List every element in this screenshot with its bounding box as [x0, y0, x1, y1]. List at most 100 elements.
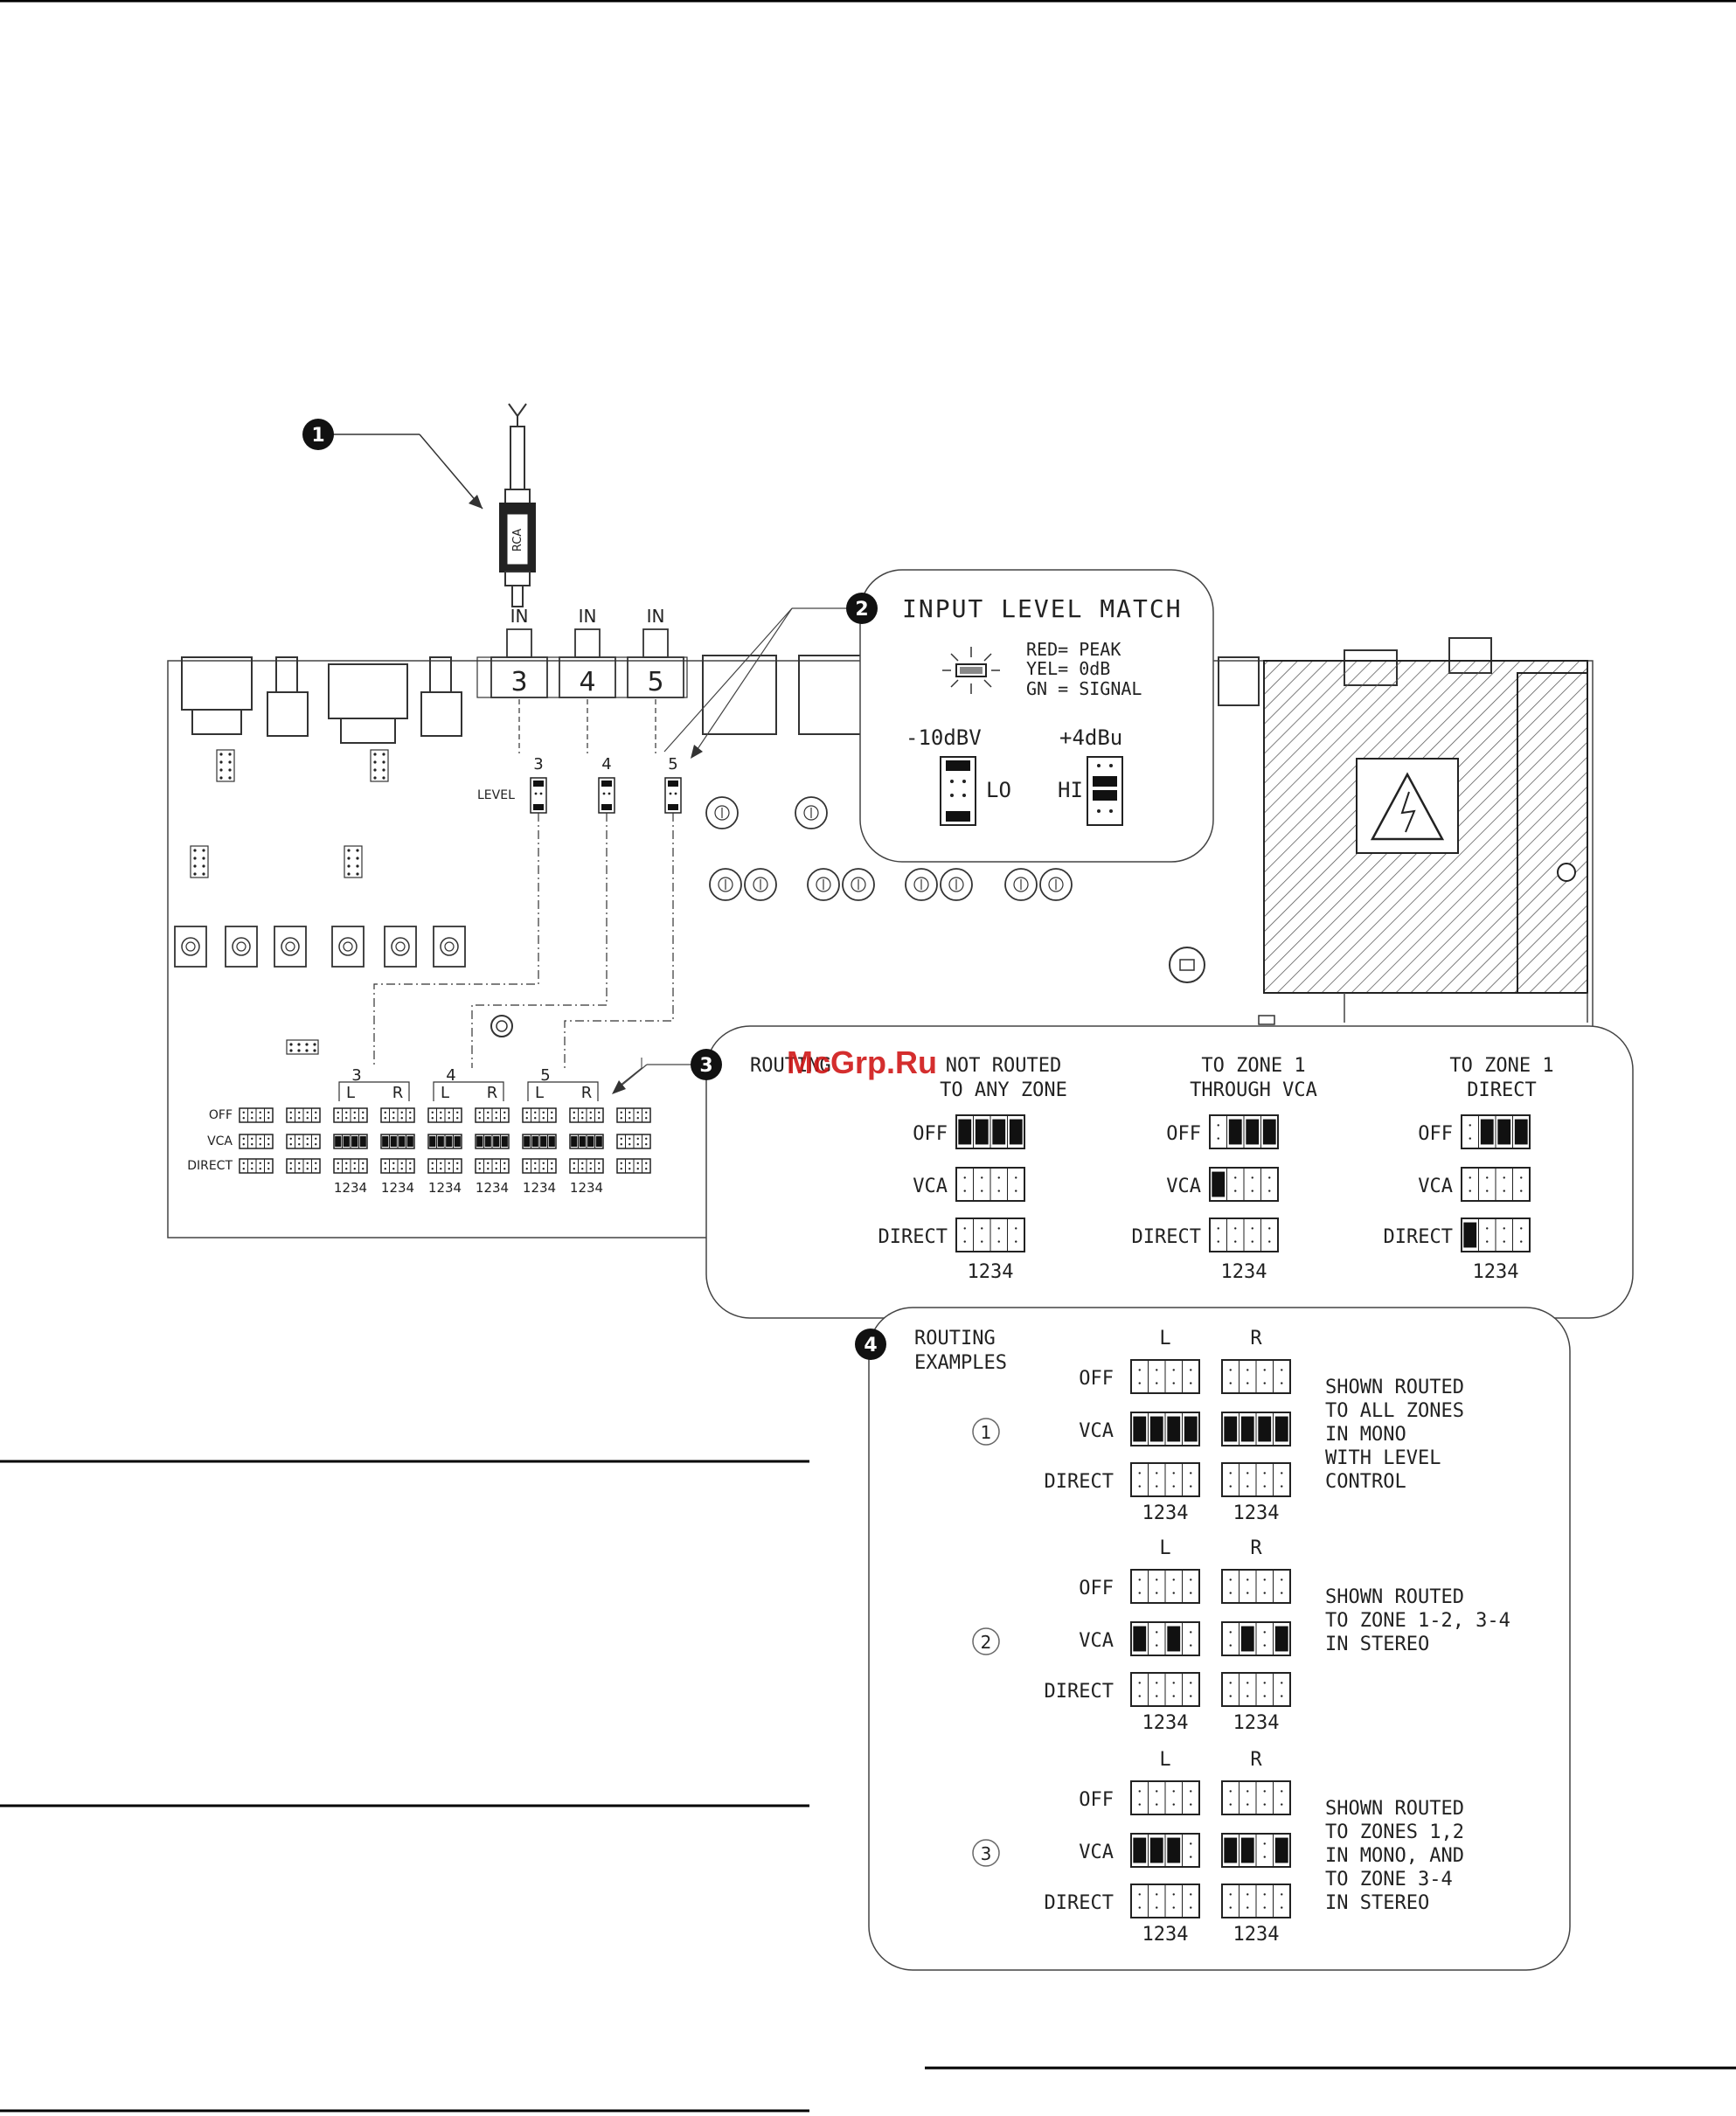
routing-jumper-strip [955, 1114, 1025, 1149]
example-l-strip [1130, 1462, 1200, 1497]
example-l-strip [1130, 1833, 1200, 1868]
routing-column-subtitle: TO ANY ZONE [940, 1079, 1067, 1101]
callout-4: 4 [855, 1329, 886, 1360]
example-description: WITH LEVEL [1325, 1447, 1441, 1469]
example-row-label: DIRECT [1045, 1681, 1114, 1703]
hi-jumper [1087, 756, 1123, 826]
routing-jumper-strip [1461, 1167, 1531, 1202]
board-header-strip [239, 1134, 274, 1149]
example-description: IN MONO, AND [1325, 1845, 1464, 1867]
example-description: IN STEREO [1325, 1892, 1429, 1914]
example-row-label: DIRECT [1045, 1471, 1114, 1493]
routing-row-label: VCA [1166, 1176, 1201, 1197]
trim-pot [795, 796, 828, 829]
routing-jumper-strip [1461, 1114, 1531, 1149]
board-knob [433, 926, 466, 968]
board-knob [384, 926, 417, 968]
input-level-match-panel: INPUT LEVEL MATCH RED= PEAK YEL= 0dB GN … [859, 569, 1214, 863]
trim-pot [1004, 868, 1038, 901]
board-header-strip [239, 1107, 274, 1123]
jack-number: 4 [579, 667, 595, 697]
board-vca-strip [333, 1134, 368, 1149]
board-vca-strip [380, 1134, 415, 1149]
example-pin-numbers: 1234 [1233, 1924, 1280, 1946]
trim-pot [744, 868, 777, 901]
board-direct-strip [427, 1158, 462, 1174]
level-label: LEVEL [477, 788, 515, 802]
example-description: CONTROL [1325, 1471, 1406, 1493]
board-off-strip [569, 1107, 604, 1123]
example-row-label: OFF [1079, 1789, 1114, 1811]
rca-cable: RCA [499, 403, 536, 607]
routing-jumper-strip [1209, 1167, 1279, 1202]
routing-pin-numbers: 1234 [1473, 1261, 1519, 1283]
lo-label: LO [986, 778, 1011, 802]
board-header-strip [286, 1134, 321, 1149]
in-label: IN [579, 606, 597, 627]
example-r-label: R [1250, 1749, 1262, 1771]
example-r-strip [1221, 1412, 1291, 1447]
board-routing-headers: OFFVCADIRECT3L1234R12344L1234R12345L1234… [187, 1058, 651, 1196]
routing-jumper-strip [1209, 1114, 1279, 1149]
example-description: IN MONO [1325, 1424, 1406, 1446]
board-pin-numbers: 1234 [476, 1180, 509, 1196]
routing-jumper-strip [1209, 1218, 1279, 1252]
board-pin-numbers: 1234 [334, 1180, 367, 1196]
board-header [370, 749, 389, 782]
board-vca-strip [522, 1134, 557, 1149]
example-l-strip [1130, 1621, 1200, 1656]
board-header-strip [616, 1107, 651, 1123]
routing-title: ROUTING [750, 1055, 831, 1077]
board-channel-number: 3 [351, 1066, 361, 1085]
legend-signal: GN = SIGNAL [1026, 678, 1142, 699]
board-lr-label: R [487, 1084, 498, 1102]
example-row-label: VCA [1079, 1630, 1114, 1652]
example-number: 2 [981, 1632, 992, 1653]
example-pin-numbers: 1234 [1142, 1924, 1189, 1946]
example-description: TO ZONES 1,2 [1325, 1821, 1464, 1843]
example-r-strip [1221, 1780, 1291, 1815]
watermark: McGrp.Ru [787, 1044, 937, 1080]
board-header-strip [286, 1158, 321, 1174]
trim-pot [940, 868, 973, 901]
board-pin-numbers: 1234 [381, 1180, 414, 1196]
example-l-label: L [1159, 1328, 1170, 1349]
example-l-label: L [1159, 1749, 1170, 1771]
examples-title-1: ROUTING [914, 1328, 996, 1349]
example-l-strip [1130, 1672, 1200, 1707]
example-pin-numbers: 1234 [1142, 1712, 1189, 1734]
level-jumper-3 [530, 777, 547, 814]
board-off-strip [333, 1107, 368, 1123]
trim-pot [905, 868, 938, 901]
lo-jumper [940, 756, 976, 826]
channel-number: 4 [601, 755, 611, 774]
in-label: IN [510, 606, 529, 627]
example-r-strip [1221, 1359, 1291, 1394]
jack-number: 3 [510, 667, 527, 697]
board-vca-strip [569, 1134, 604, 1149]
routing-row-label: OFF [1418, 1123, 1453, 1145]
callout-number: 4 [864, 1335, 877, 1356]
board-lr-label: L [346, 1084, 355, 1102]
example-description: SHOWN ROUTED [1325, 1798, 1464, 1820]
board-lr-label: R [581, 1084, 593, 1102]
routing-row-label: DIRECT [1384, 1226, 1453, 1248]
routing-row-label: VCA [913, 1176, 948, 1197]
example-row-label: VCA [1079, 1842, 1114, 1863]
board-header [190, 845, 209, 878]
board-channel-number: 5 [540, 1066, 550, 1085]
level-jumper-4 [598, 777, 615, 814]
example-description: TO ZONE 3-4 [1325, 1869, 1453, 1891]
example-row-label: OFF [1079, 1578, 1114, 1599]
example-l-strip [1130, 1884, 1200, 1918]
board-pin-numbers: 1234 [428, 1180, 462, 1196]
example-description: SHOWN ROUTED [1325, 1586, 1464, 1608]
callout-number: 2 [855, 599, 868, 621]
example-pin-numbers: 1234 [1142, 1502, 1189, 1524]
board-knob [225, 926, 258, 968]
